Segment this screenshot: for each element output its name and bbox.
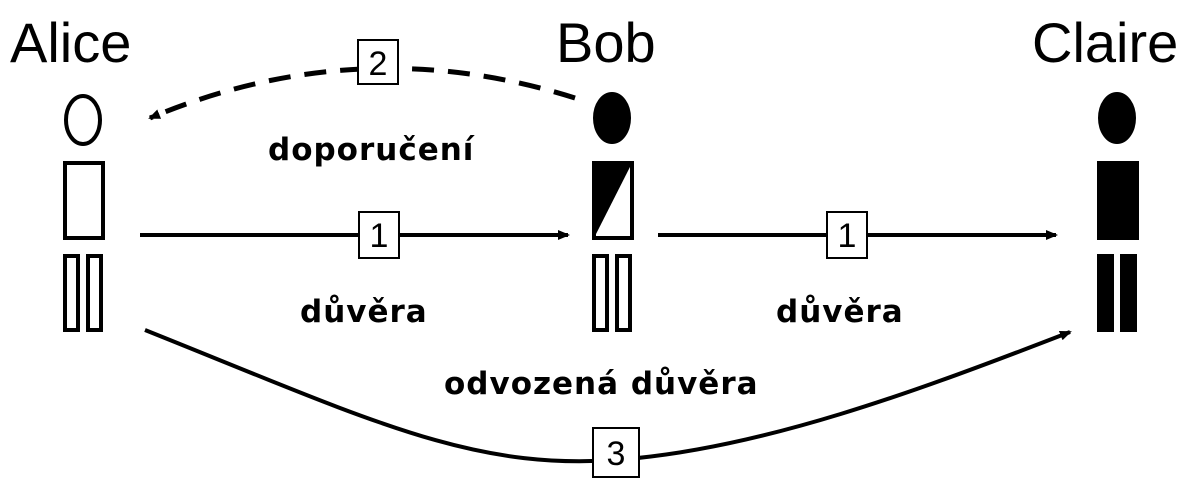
alice-head (64, 94, 102, 146)
trust-bob-claire-step-number: 1 (838, 217, 857, 255)
claire-left-leg (1097, 254, 1114, 332)
trust-bob-claire-step-box (826, 211, 868, 259)
claire-figure (1097, 92, 1139, 332)
trust-bob-claire-label: důvěra (776, 294, 904, 330)
recommendation-label: doporučení (268, 132, 475, 168)
claire-body (1097, 161, 1139, 240)
alice-name: Alice (10, 11, 131, 74)
alice-body (63, 161, 105, 240)
bob-body-fill (594, 163, 632, 238)
derived-trust-step-box (592, 427, 640, 478)
recommendation-step-number: 2 (369, 45, 388, 83)
alice-figure (63, 94, 105, 332)
alice-right-leg (86, 254, 103, 332)
trust-alice-bob-step-box (358, 211, 400, 259)
bob-left-leg (592, 254, 609, 332)
bob-head (593, 92, 631, 144)
recommendation-step-box (357, 39, 399, 85)
claire-name: Claire (1032, 11, 1178, 74)
bob-right-leg (615, 254, 632, 332)
trust-alice-bob-step-number: 1 (370, 217, 389, 255)
bob-name: Bob (556, 11, 656, 74)
bob-figure (592, 92, 634, 332)
derived-trust-step-number: 3 (607, 435, 626, 473)
trust-alice-bob-label: důvěra (300, 294, 428, 330)
derived-trust-label: odvozená důvěra (444, 366, 759, 402)
claire-head (1098, 92, 1136, 144)
claire-right-leg (1120, 254, 1137, 332)
alice-left-leg (63, 254, 80, 332)
